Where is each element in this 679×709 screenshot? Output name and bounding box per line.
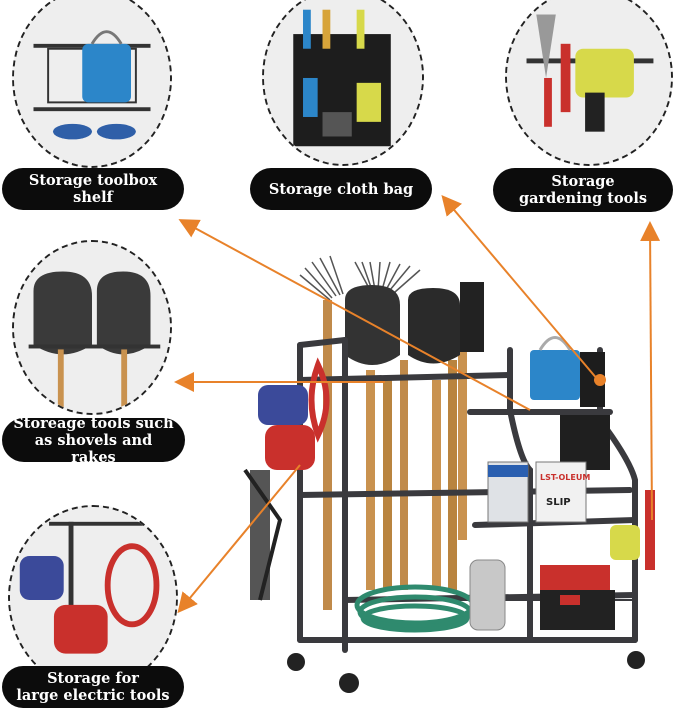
label-shovels-rakes: Storeage tools such as shovels and rakes [2,415,185,466]
label-text: Storage for large electric tools [16,670,170,704]
pump-sprayer [469,559,506,631]
label-electric-tools: Storage for large electric tools [2,666,184,708]
watering-can [530,336,606,407]
label-text: Storeage tools such as shovels and rakes [13,414,174,466]
inset-toolbox-shelf [12,0,172,168]
inset-electric-tools [8,505,178,690]
callout-arrows [174,194,661,614]
label-text: Storage cloth bag [268,180,414,198]
arrow-electric-tools [177,464,301,614]
label-text: Storage toolbox shelf [28,172,158,206]
tool-handles [323,300,467,610]
paint-can-label-2: SLIP [546,497,571,508]
shovel-heads [345,282,484,365]
arrow-cloth-bag [441,194,599,381]
label-cloth-bag: Storage cloth bag [250,168,432,210]
cloth-bag [560,415,610,470]
paint-cans: LST-OLEUM SLIP [487,461,590,523]
toolbox [540,565,615,630]
rake-head [299,255,421,301]
arrow-gardening-tools [640,221,661,521]
inset-gardening-tools [505,0,673,166]
label-toolbox-shelf: Storage toolbox shelf [2,168,184,210]
label-text: Storage gardening tools [518,173,648,207]
inset-shovels-rakes [12,240,172,415]
label-gardening-tools: Storage gardening tools [493,168,673,212]
garden-hose [354,584,476,633]
wheels [287,651,645,693]
electric-tools-left [243,357,330,601]
arrow-toolbox-shelf [178,219,531,411]
paint-can-label-1: LST-OLEUM [540,473,590,482]
inset-cloth-bag [262,0,424,166]
gardening-tools-right [610,490,655,570]
